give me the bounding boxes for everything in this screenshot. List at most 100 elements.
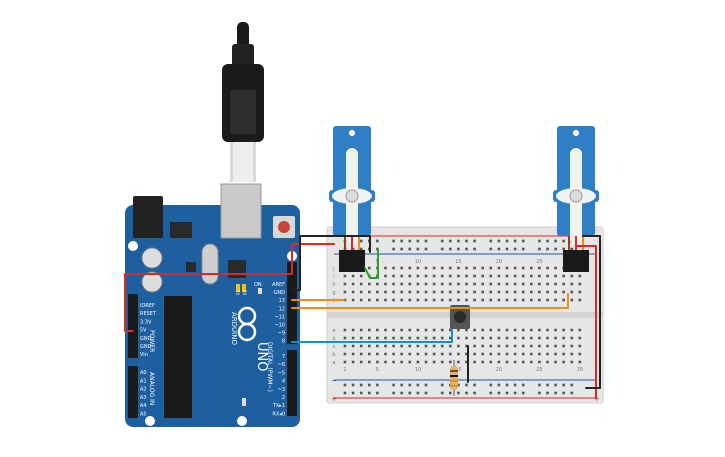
breadboard-hole[interactable] bbox=[497, 266, 501, 270]
breadboard-hole[interactable] bbox=[440, 344, 444, 348]
breadboard-hole[interactable] bbox=[408, 391, 412, 395]
breadboard-hole[interactable] bbox=[424, 383, 428, 387]
breadboard-hole[interactable] bbox=[392, 336, 395, 340]
breadboard-hole[interactable] bbox=[457, 360, 460, 364]
breadboard-hole[interactable] bbox=[343, 360, 347, 364]
breadboard-hole[interactable] bbox=[489, 344, 493, 348]
breadboard-hole[interactable] bbox=[351, 247, 355, 251]
breadboard-hole[interactable] bbox=[513, 383, 517, 387]
breadboard-hole[interactable] bbox=[489, 336, 493, 340]
breadboard-hole[interactable] bbox=[392, 352, 395, 356]
breadboard-hole[interactable] bbox=[570, 274, 574, 278]
breadboard-hole[interactable] bbox=[521, 282, 525, 286]
breadboard-hole[interactable] bbox=[457, 274, 460, 278]
breadboard-hole[interactable] bbox=[530, 336, 533, 340]
breadboard-hole[interactable] bbox=[400, 352, 403, 356]
breadboard-hole[interactable] bbox=[546, 383, 549, 387]
breadboard-hole[interactable] bbox=[521, 298, 525, 302]
breadboard-hole[interactable] bbox=[351, 290, 355, 294]
breadboard-hole[interactable] bbox=[570, 247, 574, 251]
breadboard-hole[interactable] bbox=[392, 383, 395, 387]
breadboard-hole[interactable] bbox=[384, 274, 387, 278]
breadboard-hole[interactable] bbox=[473, 266, 476, 270]
breadboard-hole[interactable] bbox=[530, 298, 533, 302]
breadboard-hole[interactable] bbox=[343, 282, 347, 286]
breadboard-hole[interactable] bbox=[440, 328, 444, 332]
breadboard-hole[interactable] bbox=[416, 352, 420, 356]
breadboard-hole[interactable] bbox=[521, 352, 525, 356]
breadboard-hole[interactable] bbox=[440, 360, 444, 364]
breadboard-hole[interactable] bbox=[416, 247, 420, 251]
breadboard-hole[interactable] bbox=[376, 352, 379, 356]
breadboard-hole[interactable] bbox=[505, 336, 509, 340]
breadboard-hole[interactable] bbox=[376, 336, 379, 340]
breadboard-hole[interactable] bbox=[432, 344, 436, 348]
breadboard-hole[interactable] bbox=[440, 247, 444, 251]
breadboard-hole[interactable] bbox=[570, 383, 574, 387]
breadboard-hole[interactable] bbox=[424, 274, 428, 278]
breadboard-hole[interactable] bbox=[384, 344, 387, 348]
breadboard-hole[interactable] bbox=[489, 328, 493, 332]
breadboard-hole[interactable] bbox=[538, 282, 541, 286]
breadboard-hole[interactable] bbox=[481, 360, 484, 364]
breadboard-hole[interactable] bbox=[497, 247, 501, 251]
breadboard-hole[interactable] bbox=[351, 391, 355, 395]
breadboard-hole[interactable] bbox=[554, 247, 557, 251]
breadboard-hole[interactable] bbox=[497, 328, 501, 332]
breadboard-hole[interactable] bbox=[505, 391, 509, 395]
breadboard-hole[interactable] bbox=[513, 328, 517, 332]
breadboard-hole[interactable] bbox=[408, 328, 412, 332]
breadboard-hole[interactable] bbox=[530, 290, 533, 294]
breadboard-hole[interactable] bbox=[530, 360, 533, 364]
breadboard-hole[interactable] bbox=[538, 352, 541, 356]
breadboard-hole[interactable] bbox=[376, 391, 379, 395]
breadboard-hole[interactable] bbox=[392, 360, 395, 364]
breadboard-hole[interactable] bbox=[457, 290, 460, 294]
breadboard-hole[interactable] bbox=[424, 360, 428, 364]
breadboard-hole[interactable] bbox=[513, 266, 517, 270]
breadboard-hole[interactable] bbox=[408, 298, 412, 302]
breadboard-hole[interactable] bbox=[457, 336, 460, 340]
breadboard-hole[interactable] bbox=[424, 282, 428, 286]
breadboard-hole[interactable] bbox=[376, 239, 379, 243]
breadboard-hole[interactable] bbox=[473, 383, 476, 387]
breadboard-hole[interactable] bbox=[424, 336, 428, 340]
breadboard-hole[interactable] bbox=[457, 247, 460, 251]
breadboard-hole[interactable] bbox=[424, 344, 428, 348]
breadboard-hole[interactable] bbox=[432, 266, 436, 270]
breadboard-hole[interactable] bbox=[343, 344, 347, 348]
breadboard-hole[interactable] bbox=[530, 328, 533, 332]
breadboard-hole[interactable] bbox=[489, 352, 493, 356]
breadboard-hole[interactable] bbox=[513, 391, 517, 395]
breadboard-hole[interactable] bbox=[554, 336, 557, 340]
breadboard-hole[interactable] bbox=[505, 383, 509, 387]
breadboard-hole[interactable] bbox=[554, 360, 557, 364]
breadboard-hole[interactable] bbox=[424, 298, 428, 302]
breadboard-hole[interactable] bbox=[538, 391, 541, 395]
breadboard-hole[interactable] bbox=[465, 336, 468, 340]
breadboard-hole[interactable] bbox=[384, 352, 387, 356]
breadboard-hole[interactable] bbox=[440, 239, 444, 243]
breadboard-hole[interactable] bbox=[481, 274, 484, 278]
breadboard-hole[interactable] bbox=[513, 360, 517, 364]
breadboard-hole[interactable] bbox=[465, 266, 468, 270]
breadboard-hole[interactable] bbox=[449, 336, 452, 340]
breadboard-hole[interactable] bbox=[440, 336, 444, 340]
breadboard-hole[interactable] bbox=[505, 290, 509, 294]
breadboard-hole[interactable] bbox=[424, 290, 428, 294]
breadboard-hole[interactable] bbox=[449, 274, 452, 278]
breadboard-hole[interactable] bbox=[359, 274, 363, 278]
breadboard-hole[interactable] bbox=[513, 274, 517, 278]
breadboard-hole[interactable] bbox=[368, 266, 371, 270]
breadboard-hole[interactable] bbox=[473, 239, 476, 243]
breadboard-hole[interactable] bbox=[554, 391, 557, 395]
breadboard-hole[interactable] bbox=[546, 239, 549, 243]
breadboard-hole[interactable] bbox=[376, 282, 379, 286]
breadboard-hole[interactable] bbox=[408, 274, 412, 278]
breadboard-hole[interactable] bbox=[432, 298, 436, 302]
breadboard-hole[interactable] bbox=[449, 239, 452, 243]
breadboard-hole[interactable] bbox=[424, 352, 428, 356]
breadboard-hole[interactable] bbox=[457, 391, 460, 395]
breadboard-hole[interactable] bbox=[489, 274, 493, 278]
breadboard-hole[interactable] bbox=[513, 298, 517, 302]
